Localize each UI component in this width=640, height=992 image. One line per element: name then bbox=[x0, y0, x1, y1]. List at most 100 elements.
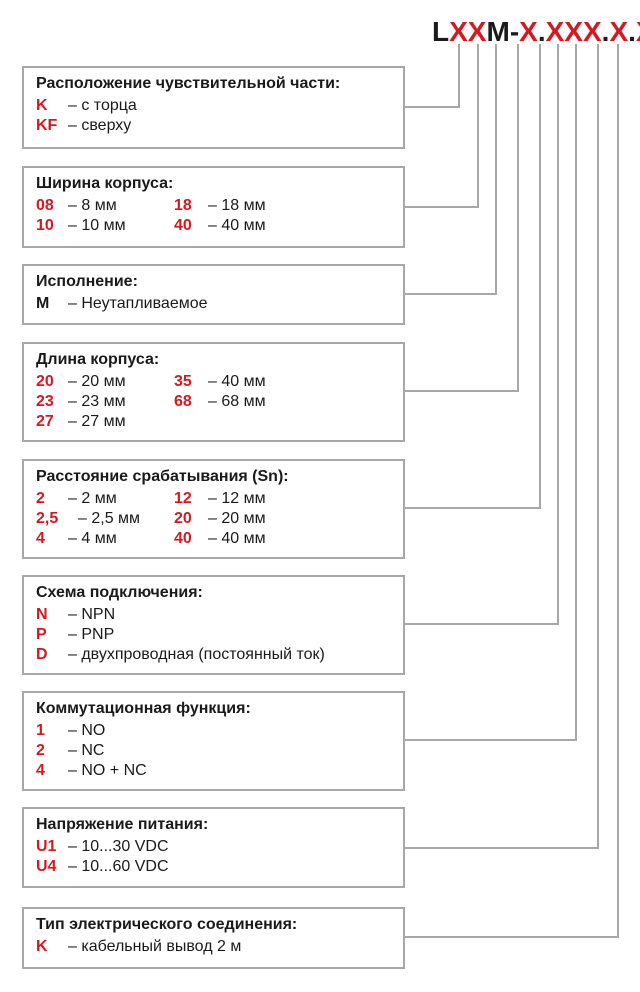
connector-line bbox=[405, 54, 460, 108]
option-description: – NO bbox=[68, 722, 106, 739]
option-code: U4 bbox=[36, 858, 57, 875]
option-code: M bbox=[36, 295, 50, 312]
legend-box: Тип электрического соединения: K– кабельн… bbox=[22, 907, 405, 969]
option-description: – 12 мм bbox=[208, 490, 266, 507]
option-row: U4– 10...60 VDC bbox=[36, 857, 391, 877]
option-second-column: 68 – 68 мм bbox=[174, 392, 266, 412]
code-char: X bbox=[545, 16, 565, 47]
option-description: – 10...30 VDC bbox=[68, 838, 169, 855]
legend-box: Исполнение: M – Неутапливаемое bbox=[22, 264, 405, 325]
code-char: X bbox=[519, 16, 538, 47]
option-second-column: 18 – 18 мм bbox=[174, 196, 266, 216]
connector-line bbox=[405, 54, 599, 849]
code-char: X bbox=[449, 16, 468, 47]
option-code: 10 bbox=[36, 217, 54, 234]
box-title: Ширина корпуса: bbox=[36, 175, 174, 192]
option-description: – Неутапливаемое bbox=[68, 295, 208, 312]
option-second-column: 35 – 40 мм bbox=[174, 372, 266, 392]
option-description: – 10 мм bbox=[68, 217, 126, 234]
connector-line bbox=[405, 54, 619, 938]
option-row: KF – сверху bbox=[36, 116, 391, 136]
option-code: 2,5 bbox=[36, 510, 59, 527]
option-code: 23 bbox=[36, 393, 54, 410]
option-row: K – с торца bbox=[36, 96, 391, 116]
option-code: 4 bbox=[36, 530, 45, 547]
option-row: 1– NO bbox=[36, 721, 391, 741]
option-description: – 18 мм bbox=[208, 197, 266, 214]
box-title: Длина корпуса: bbox=[36, 351, 160, 368]
connector-line bbox=[405, 54, 577, 741]
option-code: 12 bbox=[174, 490, 192, 507]
option-row: 23 – 23 мм 68 – 68 мм bbox=[36, 392, 391, 412]
option-second-column: 40– 40 мм bbox=[174, 529, 266, 549]
option-row: 27– 27 мм bbox=[36, 412, 391, 432]
connector-line bbox=[405, 54, 559, 625]
option-row: 4 – 4 мм 40– 40 мм bbox=[36, 529, 391, 549]
option-code: 27 bbox=[36, 413, 54, 430]
option-row: U1 – 10...30 VDC bbox=[36, 837, 391, 857]
option-description: – 40 мм bbox=[208, 217, 266, 234]
option-code: K bbox=[36, 97, 48, 114]
option-description: – 2,5 мм bbox=[78, 510, 141, 527]
code-char: . bbox=[537, 16, 546, 47]
box-title: Схема подключения: bbox=[36, 584, 203, 601]
option-code: P bbox=[36, 626, 47, 643]
option-code: 20 bbox=[174, 510, 192, 527]
option-description: – PNP bbox=[68, 626, 115, 643]
option-description: – 4 мм bbox=[68, 530, 117, 547]
option-row: 4– NO + NC bbox=[36, 761, 391, 781]
option-code: KF bbox=[36, 117, 58, 134]
option-second-column: 20 – 20 мм bbox=[174, 509, 266, 529]
option-description: – NO + NC bbox=[68, 762, 147, 779]
option-description: – 20 мм bbox=[208, 510, 266, 527]
option-description: – с торца bbox=[68, 97, 137, 114]
code-char: . bbox=[628, 16, 636, 47]
option-description: – 23 мм bbox=[68, 393, 126, 410]
connector-line bbox=[405, 54, 541, 509]
option-row: D – двухпроводная (постоянный ток) bbox=[36, 645, 391, 665]
box-title: Расстояние срабатывания (Sn): bbox=[36, 468, 289, 485]
connector-line bbox=[405, 54, 479, 208]
option-code: 20 bbox=[36, 373, 54, 390]
connector-line bbox=[405, 54, 519, 392]
code-char: X bbox=[467, 16, 487, 47]
option-description: – сверху bbox=[68, 117, 132, 134]
option-second-column: 40– 40 мм bbox=[174, 216, 266, 236]
option-code: D bbox=[36, 646, 48, 663]
code-char: X bbox=[609, 16, 629, 47]
code-char: X bbox=[582, 16, 602, 47]
option-code: 2 bbox=[36, 490, 45, 507]
box-title: Тип электрического соединения: bbox=[36, 916, 298, 933]
option-description: – кабельный вывод 2 м bbox=[68, 938, 242, 955]
option-row: M – Неутапливаемое bbox=[36, 294, 391, 314]
option-row: 2– NC bbox=[36, 741, 391, 761]
option-description: – двухпроводная (постоянный ток) bbox=[68, 646, 325, 663]
box-title: Расположение чувствительной части: bbox=[36, 75, 341, 92]
option-row: K– кабельный вывод 2 м bbox=[36, 937, 391, 957]
box-title: Исполнение: bbox=[36, 273, 138, 290]
option-code: 68 bbox=[174, 393, 192, 410]
box-title: Коммутационная функция: bbox=[36, 700, 251, 717]
connector-line bbox=[405, 54, 497, 295]
option-description: – 8 мм bbox=[68, 197, 117, 214]
option-description: – 40 мм bbox=[208, 530, 266, 547]
option-row: 10 – 10 мм 40– 40 мм bbox=[36, 216, 391, 236]
option-description: – 40 мм bbox=[208, 373, 266, 390]
option-description: – 68 мм bbox=[208, 393, 266, 410]
option-code: 18 bbox=[174, 197, 192, 214]
option-code: 35 bbox=[174, 373, 192, 390]
option-second-column: 12 – 12 мм bbox=[174, 489, 266, 509]
option-code: N bbox=[36, 606, 48, 623]
option-code: U1 bbox=[36, 838, 57, 855]
code-char: . bbox=[601, 16, 610, 47]
code-char: - bbox=[509, 16, 520, 47]
